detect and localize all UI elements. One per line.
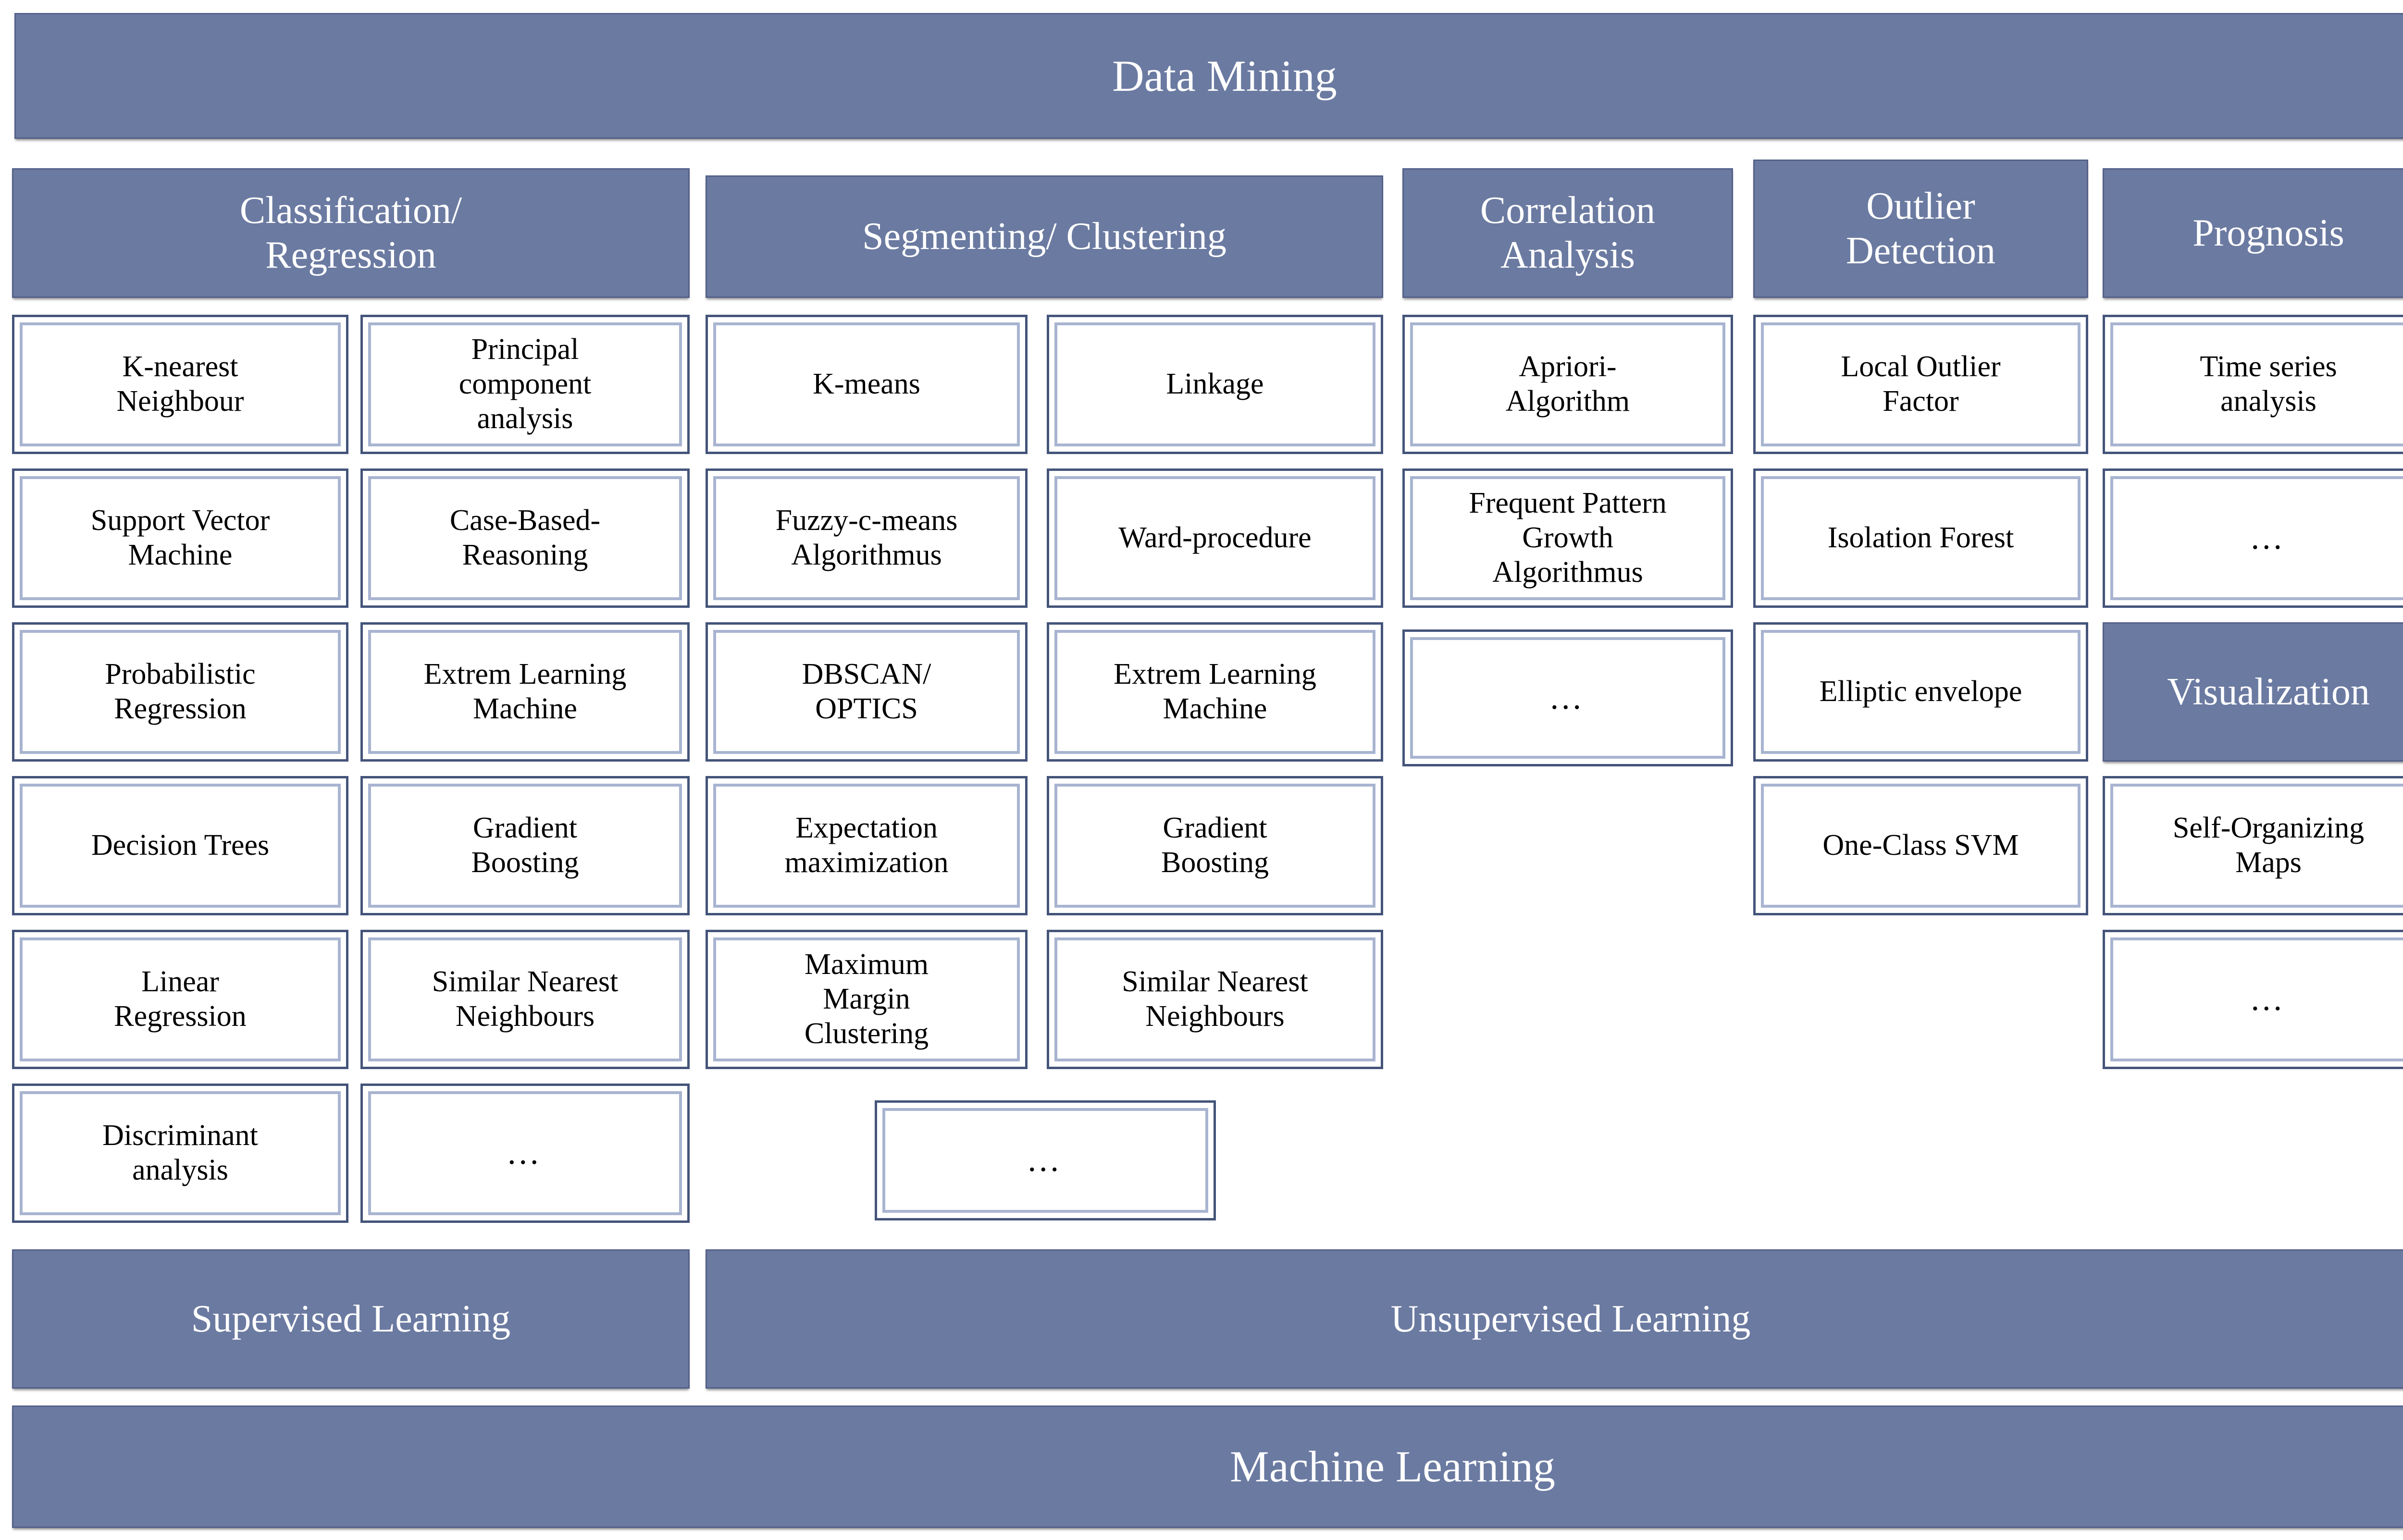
node-similar-nearest-neighbours-classification[interactable]: Similar Nearest Neighbours xyxy=(360,930,690,1069)
node-one-class-svm[interactable]: One-Class SVM xyxy=(1753,776,2088,915)
node-prognosis-label: Prognosis xyxy=(2192,211,2344,254)
node-k-nearest-neighbour-label: K-nearest Neighbour xyxy=(116,350,244,418)
node-frequent-pattern-growth-algorithmus-label: Frequent Pattern Growth Algorithmus xyxy=(1469,487,1667,589)
node-probabilistic-regression[interactable]: Probabilistic Regression xyxy=(12,622,348,762)
node-fuzzy-c-means-algorithmus[interactable]: Fuzzy-c-means Algorithmus xyxy=(706,468,1028,608)
node-extrem-learning-machine-clustering-label: Extrem Learning Machine xyxy=(1114,658,1316,725)
node-extrem-learning-machine-classification[interactable]: Extrem Learning Machine xyxy=(360,622,690,762)
node-linear-regression[interactable]: Linear Regression xyxy=(12,930,348,1069)
node-visualization[interactable]: Visualization xyxy=(2103,622,2403,762)
node-correlation-more-label: … xyxy=(1548,679,1587,716)
node-correlation-analysis[interactable]: Correlation Analysis xyxy=(1402,168,1733,298)
node-elliptic-envelope-label: Elliptic envelope xyxy=(1819,675,2022,708)
node-decision-trees-label: Decision Trees xyxy=(91,829,270,862)
node-decision-trees[interactable]: Decision Trees xyxy=(12,776,348,915)
node-principal-component-analysis[interactable]: Principal component analysis xyxy=(360,315,690,454)
node-classification-more-label: … xyxy=(506,1134,544,1172)
node-unsupervised-learning[interactable]: Unsupervised Learning xyxy=(706,1249,2403,1389)
node-data-mining-label: Data Mining xyxy=(1112,51,1337,100)
node-maximum-margin-clustering-label: Maximum Margin Clustering xyxy=(804,948,929,1050)
node-extrem-learning-machine-classification-label: Extrem Learning Machine xyxy=(423,658,627,725)
node-prognosis[interactable]: Prognosis xyxy=(2103,168,2403,298)
node-correlation-more[interactable]: … xyxy=(1402,629,1733,766)
node-expectation-maximization[interactable]: Expectation maximization xyxy=(706,776,1028,915)
node-unsupervised-learning-label: Unsupervised Learning xyxy=(1390,1297,1751,1340)
node-dbscan-optics-label: DBSCAN/ OPTICS xyxy=(802,658,931,725)
node-discriminant-analysis[interactable]: Discriminant analysis xyxy=(12,1084,348,1223)
node-dbscan-optics[interactable]: DBSCAN/ OPTICS xyxy=(706,622,1028,762)
node-elliptic-envelope[interactable]: Elliptic envelope xyxy=(1753,622,2088,762)
node-time-series-analysis-label: Time series analysis xyxy=(2200,350,2337,418)
node-isolation-forest[interactable]: Isolation Forest xyxy=(1753,468,2088,608)
node-linkage-label: Linkage xyxy=(1166,368,1264,401)
node-gradient-boosting-clustering-label: Gradient Boosting xyxy=(1161,812,1269,879)
node-similar-nearest-neighbours-clustering[interactable]: Similar Nearest Neighbours xyxy=(1047,930,1383,1069)
node-classification-regression[interactable]: Classification/ Regression xyxy=(12,168,690,298)
node-support-vector-machine[interactable]: Support Vector Machine xyxy=(12,468,348,608)
node-principal-component-analysis-label: Principal component analysis xyxy=(458,333,592,435)
node-fuzzy-c-means-algorithmus-label: Fuzzy-c-means Algorithmus xyxy=(775,504,958,571)
node-extrem-learning-machine-clustering[interactable]: Extrem Learning Machine xyxy=(1047,622,1383,762)
node-similar-nearest-neighbours-clustering-label: Similar Nearest Neighbours xyxy=(1122,965,1308,1033)
node-k-means-label: K-means xyxy=(813,368,920,401)
node-apriori-algorithm[interactable]: Apriori- Algorithm xyxy=(1402,315,1733,454)
node-one-class-svm-label: One-Class SVM xyxy=(1822,829,2019,862)
node-self-organizing-maps-label: Self-Organizing Maps xyxy=(2172,812,2365,879)
node-frequent-pattern-growth-algorithmus[interactable]: Frequent Pattern Growth Algorithmus xyxy=(1402,468,1733,608)
node-maximum-margin-clustering[interactable]: Maximum Margin Clustering xyxy=(706,930,1028,1069)
node-outlier-detection-label: Outlier Detection xyxy=(1846,185,1995,272)
node-similar-nearest-neighbours-classification-label: Similar Nearest Neighbours xyxy=(432,965,619,1033)
node-probabilistic-regression-label: Probabilistic Regression xyxy=(105,658,256,725)
node-gradient-boosting-classification-label: Gradient Boosting xyxy=(471,812,579,879)
node-visualization-more[interactable]: … xyxy=(2103,930,2403,1069)
node-self-organizing-maps[interactable]: Self-Organizing Maps xyxy=(2103,776,2403,915)
node-time-series-analysis[interactable]: Time series analysis xyxy=(2103,315,2403,454)
node-apriori-algorithm-label: Apriori- Algorithm xyxy=(1505,350,1630,418)
node-supervised-learning-label: Supervised Learning xyxy=(191,1297,511,1340)
node-prognosis-more[interactable]: … xyxy=(2103,468,2403,608)
node-ward-procedure[interactable]: Ward-procedure xyxy=(1047,468,1383,608)
node-visualization-label: Visualization xyxy=(2167,670,2370,713)
node-case-based-reasoning[interactable]: Case-Based- Reasoning xyxy=(360,468,690,608)
node-prognosis-more-label: … xyxy=(2249,519,2288,557)
node-case-based-reasoning-label: Case-Based- Reasoning xyxy=(449,504,601,571)
node-k-means[interactable]: K-means xyxy=(706,315,1028,454)
node-local-outlier-factor[interactable]: Local Outlier Factor xyxy=(1753,315,2088,454)
node-machine-learning-label: Machine Learning xyxy=(1230,1442,1555,1491)
node-data-mining[interactable]: Data Mining xyxy=(14,13,2403,139)
node-classification-more[interactable]: … xyxy=(360,1084,690,1223)
node-segmenting-clustering[interactable]: Segmenting/ Clustering xyxy=(706,175,1383,298)
node-outlier-detection[interactable]: Outlier Detection xyxy=(1753,160,2088,298)
node-discriminant-analysis-label: Discriminant analysis xyxy=(102,1119,258,1186)
node-gradient-boosting-clustering[interactable]: Gradient Boosting xyxy=(1047,776,1383,915)
node-machine-learning[interactable]: Machine Learning xyxy=(12,1405,2403,1528)
node-correlation-analysis-label: Correlation Analysis xyxy=(1480,189,1656,276)
node-gradient-boosting-classification[interactable]: Gradient Boosting xyxy=(360,776,690,915)
node-clustering-more[interactable]: … xyxy=(875,1100,1216,1220)
node-linkage[interactable]: Linkage xyxy=(1047,315,1383,454)
node-expectation-maximization-label: Expectation maximization xyxy=(784,812,949,879)
node-ward-procedure-label: Ward-procedure xyxy=(1118,521,1312,554)
node-supervised-learning[interactable]: Supervised Learning xyxy=(12,1249,690,1389)
node-visualization-more-label: … xyxy=(2249,981,2288,1018)
node-classification-regression-label: Classification/ Regression xyxy=(239,189,462,276)
node-support-vector-machine-label: Support Vector Machine xyxy=(90,504,270,571)
node-isolation-forest-label: Isolation Forest xyxy=(1827,521,2014,554)
node-segmenting-clustering-label: Segmenting/ Clustering xyxy=(862,215,1226,258)
node-local-outlier-factor-label: Local Outlier Factor xyxy=(1841,350,2001,418)
node-clustering-more-label: … xyxy=(1026,1142,1065,1179)
node-linear-regression-label: Linear Regression xyxy=(114,965,247,1033)
node-k-nearest-neighbour[interactable]: K-nearest Neighbour xyxy=(12,315,348,454)
